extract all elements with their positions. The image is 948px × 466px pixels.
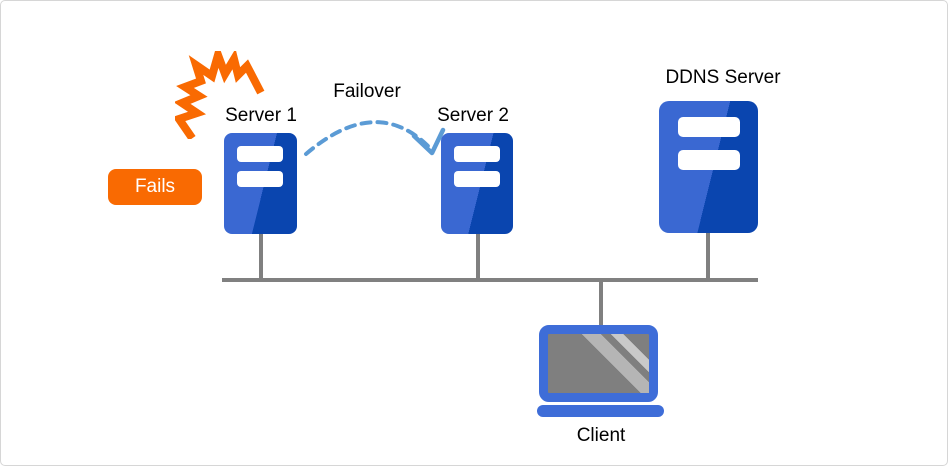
server-slot [454,171,500,187]
server1-label: Server 1 [225,105,297,126]
ddns-server-label: DDNS Server [665,67,781,88]
server1-network-link [259,234,263,278]
ddns-network-link [706,233,710,278]
fails-badge: Fails [108,169,202,205]
server2-icon [441,133,513,234]
client-laptop-icon [539,325,658,402]
failover-label: Failover [333,81,401,102]
client-network-link [599,282,603,326]
laptop-screen-glare [548,334,649,393]
failover-arrow-icon [304,120,446,156]
server-slot [454,146,500,162]
server-slot [678,117,740,137]
server-slot [237,171,283,187]
server1-icon [224,133,297,234]
laptop-base [537,405,664,417]
fails-badge-label: Fails [134,176,176,197]
server-slot [678,150,740,170]
ddns-server-icon [659,101,758,233]
server2-label: Server 2 [437,105,509,126]
server-slot [237,146,283,162]
server2-network-link [476,234,480,278]
failure-burst-icon [175,51,265,139]
client-label: Client [576,425,626,446]
network-bus-line [222,278,758,282]
